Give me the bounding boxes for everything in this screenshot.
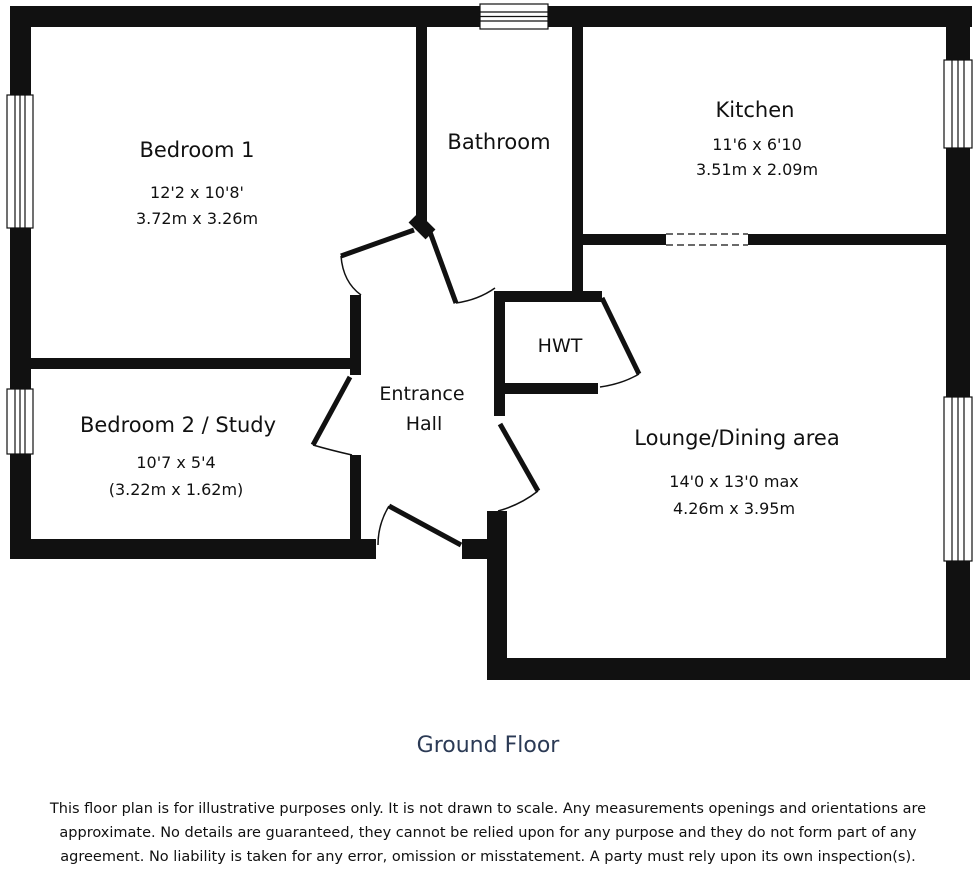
bathroom-kitchen-wall — [572, 27, 583, 295]
door-entrance — [377, 503, 463, 548]
bottom-wall-left — [10, 539, 376, 559]
kitchen-lounge-wall-right — [748, 234, 946, 245]
hwt-left-wall — [494, 291, 505, 416]
kitchen-dim-metric: 3.51m x 2.09m — [696, 160, 818, 179]
kitchen-dim-imperial: 11'6 x 6'10 — [712, 135, 802, 154]
door-bathroom — [427, 231, 496, 304]
window-lounge — [943, 396, 973, 562]
kitchen-name: Kitchen — [716, 98, 795, 122]
window-top — [479, 3, 549, 30]
disclaimer-text: This floor plan is for illustrative purp… — [49, 801, 927, 865]
bedroom2-dim-imperial: 10'7 x 5'4 — [136, 453, 215, 472]
hwt-name: HWT — [538, 335, 583, 357]
entrance-name-line2: Hall — [406, 413, 443, 435]
entrance-jamb — [462, 539, 507, 559]
walls — [10, 6, 972, 680]
bedroom1-dim-imperial: 12'2 x 10'8' — [150, 183, 244, 202]
room-labels: Bedroom 1 12'2 x 10'8' 3.72m x 3.26m Bat… — [80, 98, 840, 518]
bedroom-divider-wall — [31, 358, 361, 369]
left-wall — [10, 6, 31, 559]
lounge-name: Lounge/Dining area — [634, 426, 839, 450]
window-kitchen — [943, 59, 973, 149]
door-bedroom2 — [310, 375, 353, 456]
lounge-dim-metric: 4.26m x 3.95m — [673, 499, 795, 518]
bedroom1-bathroom-wall — [416, 27, 427, 230]
doors — [310, 227, 642, 548]
entrance-name-line1: Entrance — [379, 383, 464, 405]
bedroom2-dim-metric: (3.22m x 1.62m) — [109, 480, 244, 499]
lounge-dim-imperial: 14'0 x 13'0 max — [669, 472, 798, 491]
hall-left-wall-lower — [350, 455, 361, 539]
kitchen-lounge-wall-left — [583, 234, 666, 245]
bedroom1-name: Bedroom 1 — [139, 138, 254, 162]
floor-title: Ground Floor — [416, 733, 560, 758]
bedroom2-name: Bedroom 2 / Study — [80, 413, 276, 437]
hall-left-wall-upper — [350, 295, 361, 375]
door-bedroom1 — [340, 227, 415, 296]
window-bedroom1 — [6, 94, 34, 229]
hwt-bottom-wall — [494, 383, 598, 394]
lounge-left-wall — [487, 511, 507, 680]
window-bedroom2 — [6, 388, 34, 455]
bottom-wall-right — [487, 658, 970, 680]
bathroom-name: Bathroom — [447, 130, 550, 154]
door-lounge — [497, 422, 541, 512]
floor-plan: Bedroom 1 12'2 x 10'8' 3.72m x 3.26m Bat… — [6, 3, 973, 680]
openings — [666, 233, 748, 246]
windows — [6, 3, 973, 562]
bedroom1-dim-metric: 3.72m x 3.26m — [136, 209, 258, 228]
door-hwt — [599, 296, 642, 388]
kitchen-lounge-opening — [666, 233, 748, 246]
hwt-top-wall — [494, 291, 602, 302]
